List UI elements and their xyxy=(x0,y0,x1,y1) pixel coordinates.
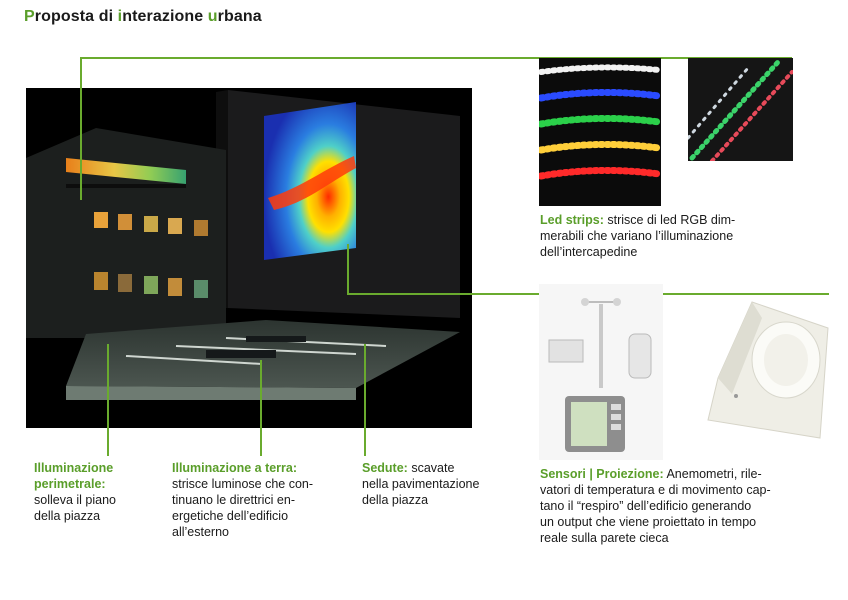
title-part: roposta di xyxy=(34,8,118,25)
page-title: Proposta di interazione urbana xyxy=(24,8,262,26)
weather-station-illustration xyxy=(539,284,663,460)
caption-line: scavate xyxy=(407,461,455,475)
caption-line: un output che viene proiettato in tempo xyxy=(540,515,757,529)
render-illustration xyxy=(26,90,460,400)
caption-line: reale sulla parete cieca xyxy=(540,531,669,545)
connector-line xyxy=(80,58,82,200)
caption-line: della piazza xyxy=(362,493,429,507)
caption-line: strisce di led RGB dim- xyxy=(603,213,736,227)
caption-line: vatori di temperatura e di movimento cap… xyxy=(540,483,771,497)
caption-line: strisce luminose che con- xyxy=(172,477,314,491)
caption-illuminazione-perimetrale: Illuminazione perimetrale: solleva il pi… xyxy=(34,460,154,524)
pir-sensor-illustration xyxy=(707,301,829,439)
connector-line xyxy=(107,344,109,456)
connector-line xyxy=(364,344,366,456)
led-strips-illustration xyxy=(539,64,661,180)
caption-line: tinuano le direttrici en- xyxy=(172,493,295,507)
title-part: rbana xyxy=(217,8,262,25)
caption-heading: Led strips: xyxy=(540,213,604,227)
caption-heading: Sedute: xyxy=(362,461,408,475)
caption-heading: perimetrale: xyxy=(34,477,106,491)
caption-sensori: Sensori | Proiezione: Anemometri, rile- … xyxy=(540,466,822,546)
led-strips-on-ground-photo xyxy=(688,58,793,161)
led-strips-ground-illustration xyxy=(688,58,793,161)
night-building-render xyxy=(26,88,472,428)
pir-motion-sensor-photo xyxy=(702,298,832,444)
caption-line: Anemometri, rile- xyxy=(663,467,762,481)
caption-heading: Sensori | Proiezione: xyxy=(540,467,664,481)
caption-line: ergetiche dell’edificio xyxy=(172,509,289,523)
weather-station-photo xyxy=(539,284,663,460)
caption-heading: Illuminazione xyxy=(34,461,114,475)
caption-line: della piazza xyxy=(34,509,101,523)
title-part: u xyxy=(207,8,218,25)
caption-line: merabili che variano l’illuminazione xyxy=(540,229,734,243)
connector-line xyxy=(347,244,349,295)
caption-line: all’esterno xyxy=(172,525,229,539)
title-part: i xyxy=(117,8,123,25)
caption-line: solleva il piano xyxy=(34,493,116,507)
title-part: P xyxy=(24,8,35,25)
connector-line xyxy=(260,360,262,456)
caption-line: tano il “respiro” dell’edificio generand… xyxy=(540,499,752,513)
caption-sedute: Sedute: scavate nella pavimentazione del… xyxy=(362,460,512,508)
caption-line: nella pavimentazione xyxy=(362,477,480,491)
title-part: nterazione xyxy=(122,8,208,25)
connector-line xyxy=(80,57,792,59)
caption-led-strips: Led strips: strisce di led RGB dim- mera… xyxy=(540,212,780,260)
caption-illuminazione-terra: Illuminazione a terra: strisce luminose … xyxy=(172,460,340,540)
caption-line: dell’intercapedine xyxy=(540,245,638,259)
rgb-led-strips-photo xyxy=(539,58,661,206)
caption-heading: Illuminazione a terra: xyxy=(172,461,298,475)
